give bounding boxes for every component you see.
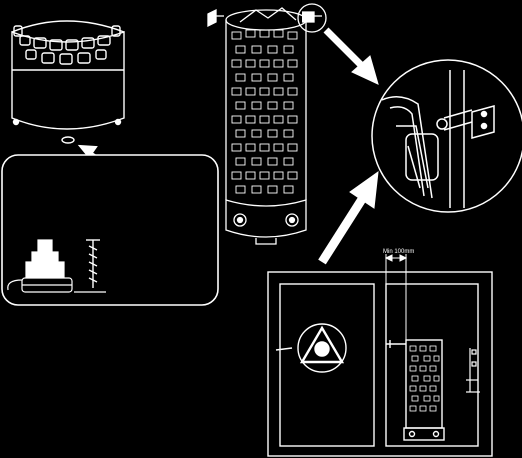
wall-bracket-zoom bbox=[371, 59, 522, 213]
bracket-callout-circle bbox=[297, 3, 327, 33]
clearance-label: Min 100mm bbox=[383, 249, 414, 255]
callout-arrow-zoom bbox=[318, 170, 379, 265]
mounting-detail-inset bbox=[1, 154, 219, 306]
heater-tower bbox=[225, 7, 307, 245]
clearance-dimension bbox=[384, 254, 408, 344]
room-installation-plan bbox=[267, 254, 493, 457]
callout-arrow-bracket bbox=[323, 27, 379, 85]
adjustable-foot-icon bbox=[7, 239, 106, 293]
sauna-symbol-icon bbox=[275, 323, 347, 373]
screw-icon bbox=[86, 239, 100, 288]
heater-base-top-view bbox=[11, 20, 125, 144]
bracket-small-icon bbox=[207, 8, 224, 28]
heater-side-view bbox=[386, 339, 445, 441]
control-unit-icon bbox=[466, 348, 480, 393]
